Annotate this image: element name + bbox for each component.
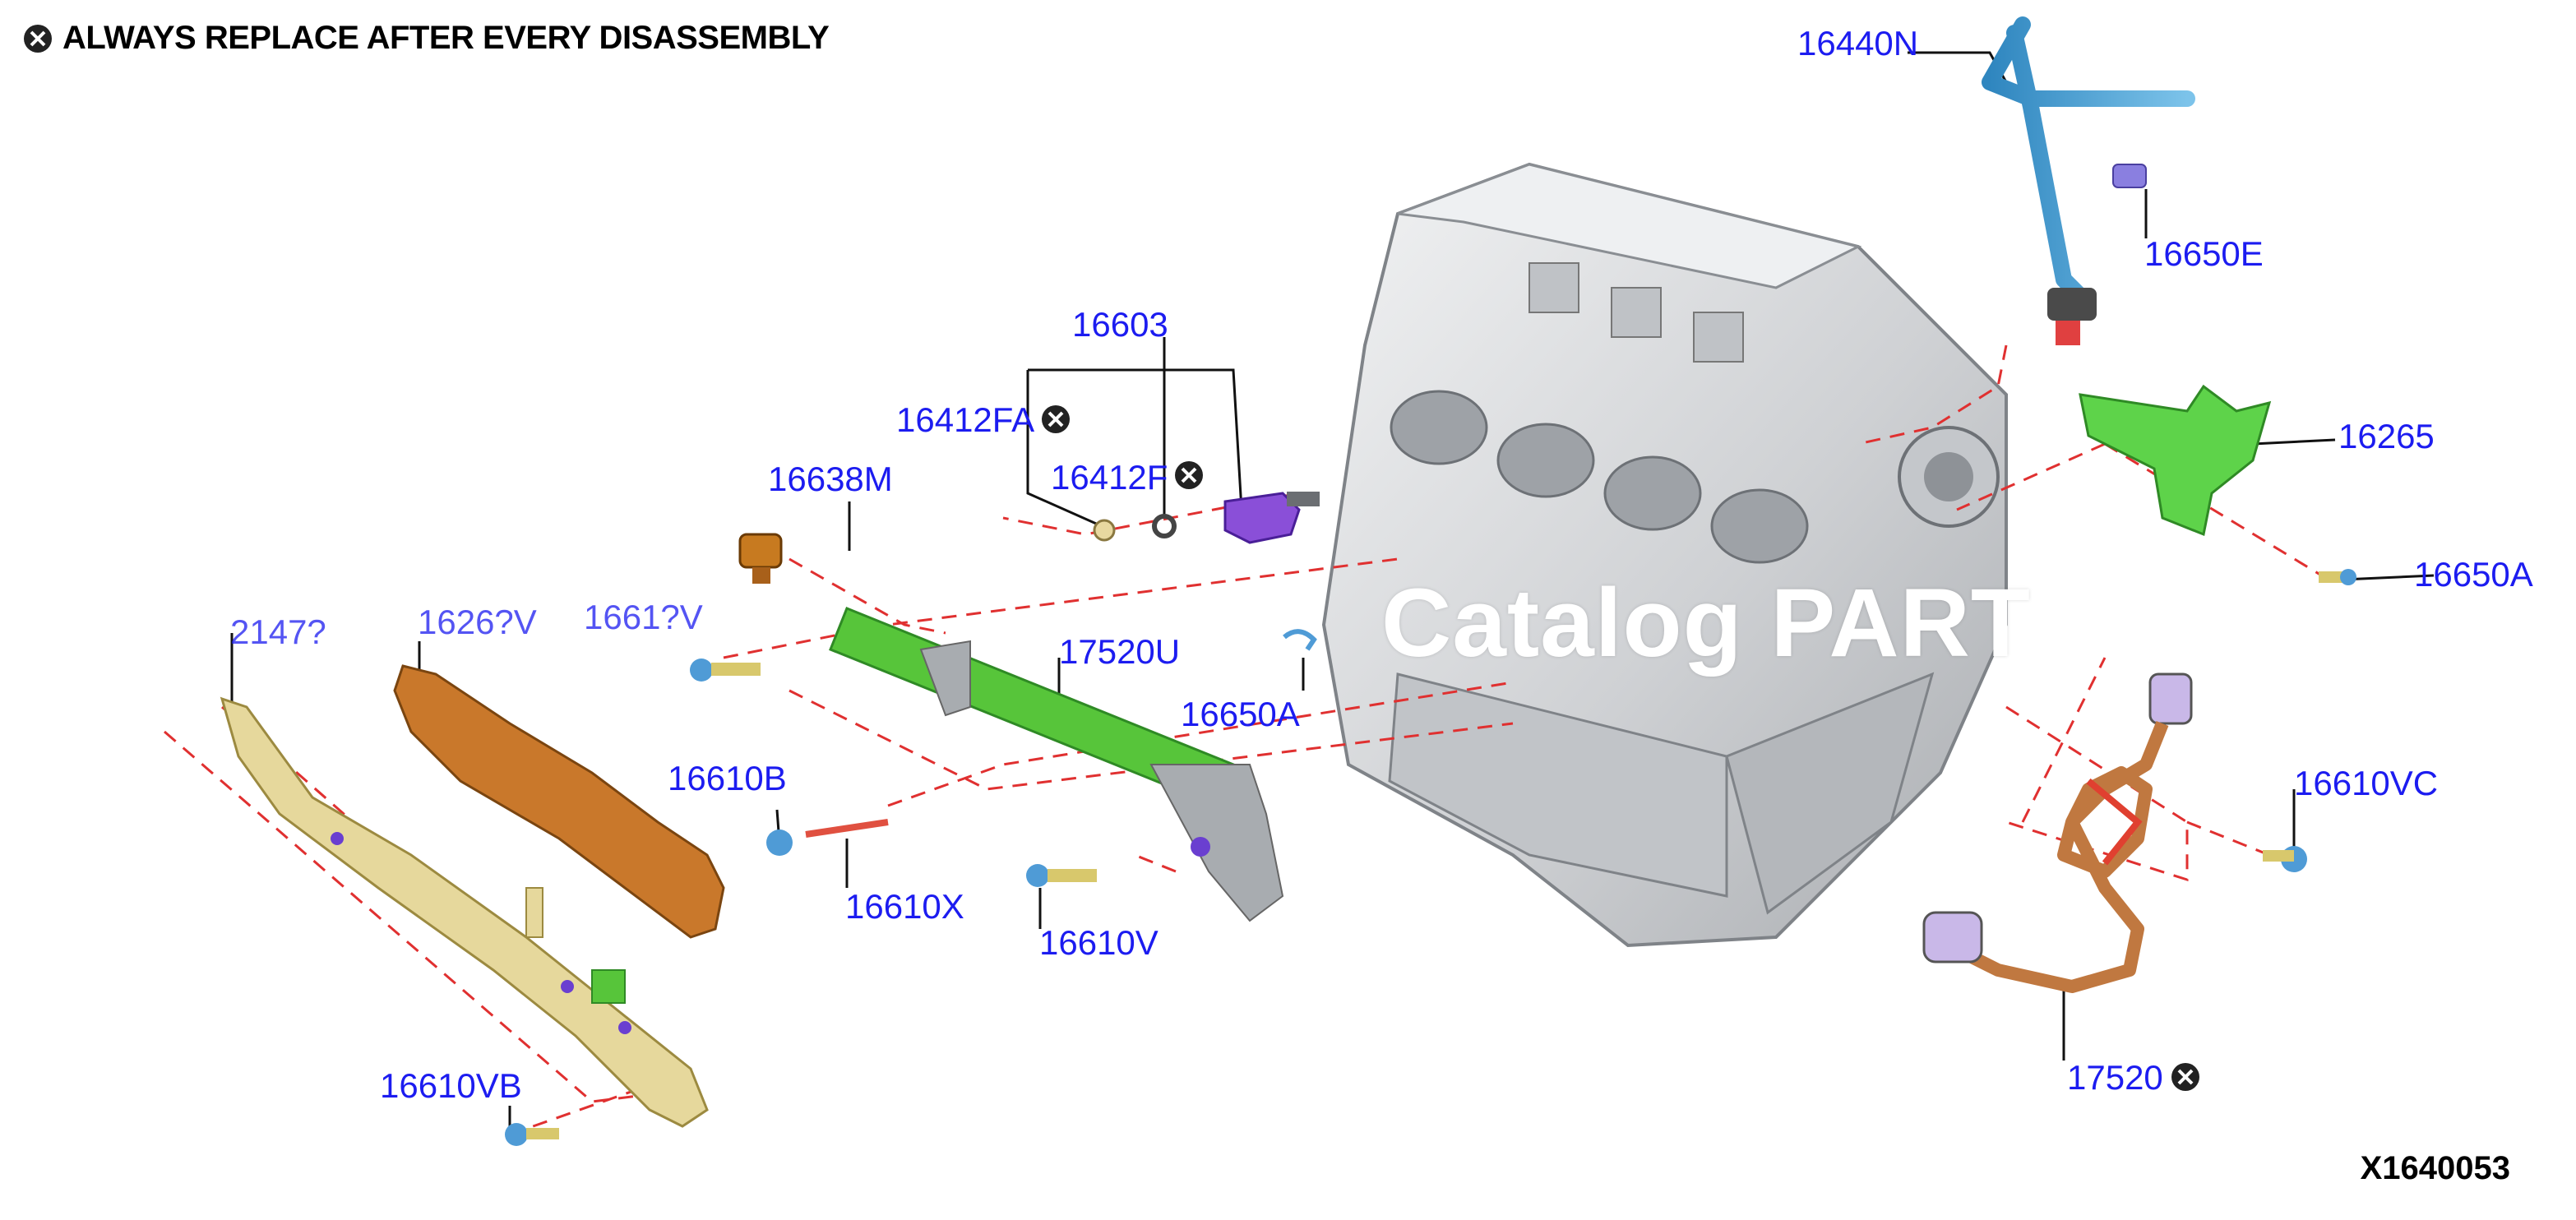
legend-text: ALWAYS REPLACE AFTER EVERY DISASSEMBLY — [62, 20, 830, 56]
watermark: Catalog PART — [1381, 569, 2031, 677]
callout-17520[interactable]: 17520 — [2067, 1058, 2163, 1097]
callout-16610b[interactable]: 16610B — [668, 759, 787, 797]
replace-after-disassembly-icon — [24, 24, 52, 53]
callout-16603[interactable]: 16603 — [1072, 305, 1168, 344]
callout-16610x[interactable]: 16610X — [845, 887, 964, 926]
callout-16650e[interactable]: 16650E — [2144, 234, 2264, 273]
callout-16638m[interactable]: 16638M — [768, 460, 893, 498]
callout-16412f[interactable]: 16412F — [1051, 458, 1168, 497]
callout-16265[interactable]: 16265 — [2338, 417, 2435, 455]
injector-cover — [393, 664, 725, 939]
engine-block — [1321, 162, 2008, 948]
hose-clip — [2056, 321, 2080, 345]
replace-mark-16412f-icon — [1175, 461, 1203, 489]
callout-16610v[interactable]: 16610V — [1039, 923, 1159, 962]
rail-clip — [1283, 629, 1317, 651]
callout-17520u[interactable]: 17520U — [1059, 632, 1181, 671]
bolt-right — [2319, 569, 2356, 585]
replace-mark-17520-icon — [2171, 1063, 2199, 1091]
callout-16440n[interactable]: 16440N — [1797, 24, 1919, 62]
support-bracket — [220, 696, 709, 1128]
injector-assembly — [1093, 492, 1320, 544]
pressure-sensor — [738, 533, 783, 584]
callout-16610vb[interactable]: 16610VB — [380, 1066, 522, 1105]
bolt-16610v-upper — [690, 659, 761, 682]
stud-16610x — [805, 819, 889, 838]
fuel-pipe — [1922, 672, 2193, 993]
replace-mark-16412fa-icon — [1042, 405, 1070, 433]
bolt-16610b — [766, 830, 793, 856]
green-bracket — [2079, 384, 2272, 537]
callout-16412fa[interactable]: 16412FA — [896, 400, 1035, 439]
callout-obscured-bolt[interactable]: 1661?V — [584, 598, 703, 636]
figure-id: X1640053 — [2360, 1150, 2510, 1186]
callout-16610vc[interactable]: 16610VC — [2294, 764, 2439, 802]
bolt-16610v-lower — [1026, 864, 1097, 887]
callout-obscured-bracket[interactable]: 2147? — [230, 612, 326, 651]
legend: ALWAYS REPLACE AFTER EVERY DISASSEMBLY — [23, 20, 830, 57]
bolt-16610vc — [2263, 846, 2307, 872]
callout-16650a-center[interactable]: 16650A — [1181, 695, 1300, 733]
solid-leader-lines — [230, 51, 2435, 1143]
hose-connector — [2047, 288, 2097, 321]
bolt-16610vb — [505, 1123, 559, 1146]
fuel-rail — [829, 607, 1284, 922]
callout-obscured-cover[interactable]: 1626?V — [418, 603, 537, 641]
callout-16650a-right[interactable]: 16650A — [2414, 555, 2533, 594]
hose-clip-part — [2112, 164, 2147, 188]
